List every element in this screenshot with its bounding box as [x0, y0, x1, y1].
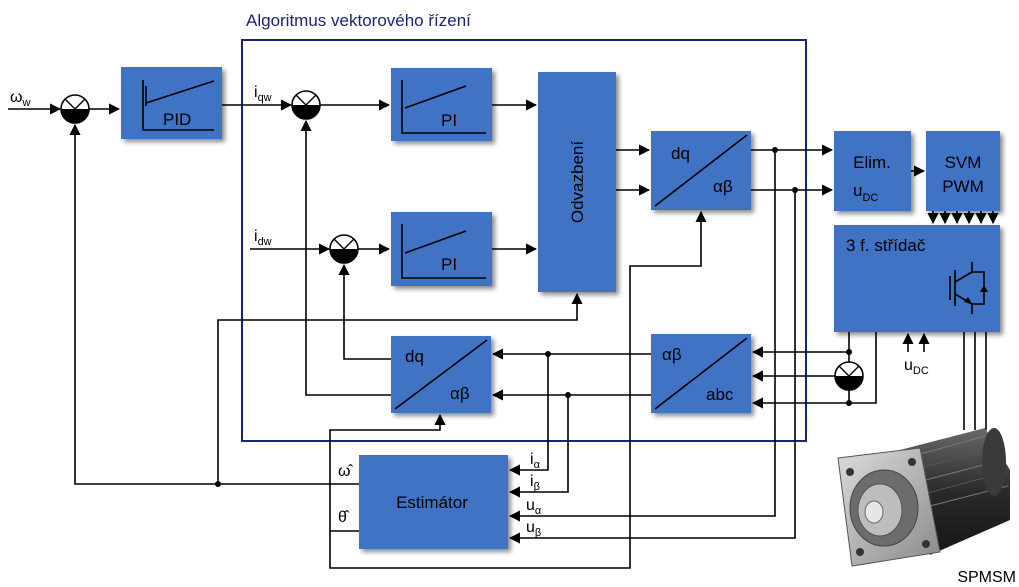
decoupling-block [538, 72, 616, 292]
dq-ab-top-label-ab: αβ [713, 177, 733, 196]
svm-label: SVM [945, 153, 982, 172]
elim-udc-block [834, 131, 911, 211]
pi-d-block [391, 212, 492, 286]
sum-junction-iq [291, 90, 321, 120]
pwm-label: PWM [942, 177, 984, 196]
u-beta-label: uβ [526, 519, 541, 539]
pid-label: PID [163, 110, 191, 129]
estimator-label: Estimátor [396, 493, 468, 512]
spmsm-motor-image [837, 428, 1010, 567]
elim-label: Elim. [853, 153, 891, 172]
i-alpha-label: iα [530, 451, 541, 471]
dq-ab-bottom-label-dq: dq [405, 347, 424, 366]
motor-label: SPMSM [957, 569, 1016, 586]
algorithm-boundary [241, 39, 807, 442]
inverter-label: 3 f. střídač [846, 236, 926, 255]
dq-ab-top-label-dq: dq [671, 144, 690, 163]
dq-ab-bottom-label-ab: αβ [450, 384, 470, 403]
pid-block [121, 67, 222, 139]
pi-d-label: PI [441, 255, 457, 274]
u-alpha-label: uα [526, 497, 542, 517]
svm-pwm-block [926, 131, 1000, 211]
elim-udc-label: uDC [853, 181, 878, 204]
ab-abc-diagonal [654, 337, 748, 410]
igbt-icon [949, 262, 988, 314]
pi-q-label: PI [441, 111, 457, 130]
i-beta-label: iβ [530, 473, 540, 493]
estimator-block [359, 455, 508, 549]
i-dw-label: idw [254, 228, 272, 248]
pid-graph-icon [142, 80, 215, 131]
inverter-block [834, 225, 1000, 332]
pi-q-graph-icon [401, 80, 486, 134]
boundary-title: Algoritmus vektorového řízení [246, 11, 471, 30]
u-dc-label: uDC [904, 357, 929, 377]
ab-abc-label-ab: αβ [662, 345, 682, 364]
theta-hat-label: θ̂ [338, 509, 350, 526]
sum-junction-speed [60, 94, 90, 124]
ab-abc-label-abc: abc [706, 385, 734, 404]
sum-junction-current [834, 361, 864, 391]
decoupling-label: Odvazbení [568, 141, 587, 223]
dq-ab-bottom-diagonal [394, 339, 488, 410]
connections [8, 99, 999, 569]
pi-q-block [391, 68, 492, 141]
dq-ab-top-diagonal [654, 134, 748, 207]
sum-junction-id [329, 234, 359, 264]
i-qw-label: iqw [254, 84, 272, 104]
pi-d-graph-icon [401, 224, 486, 279]
omega-w-label: ωw [10, 89, 31, 109]
omega-hat-label: ω̂ [338, 463, 353, 480]
